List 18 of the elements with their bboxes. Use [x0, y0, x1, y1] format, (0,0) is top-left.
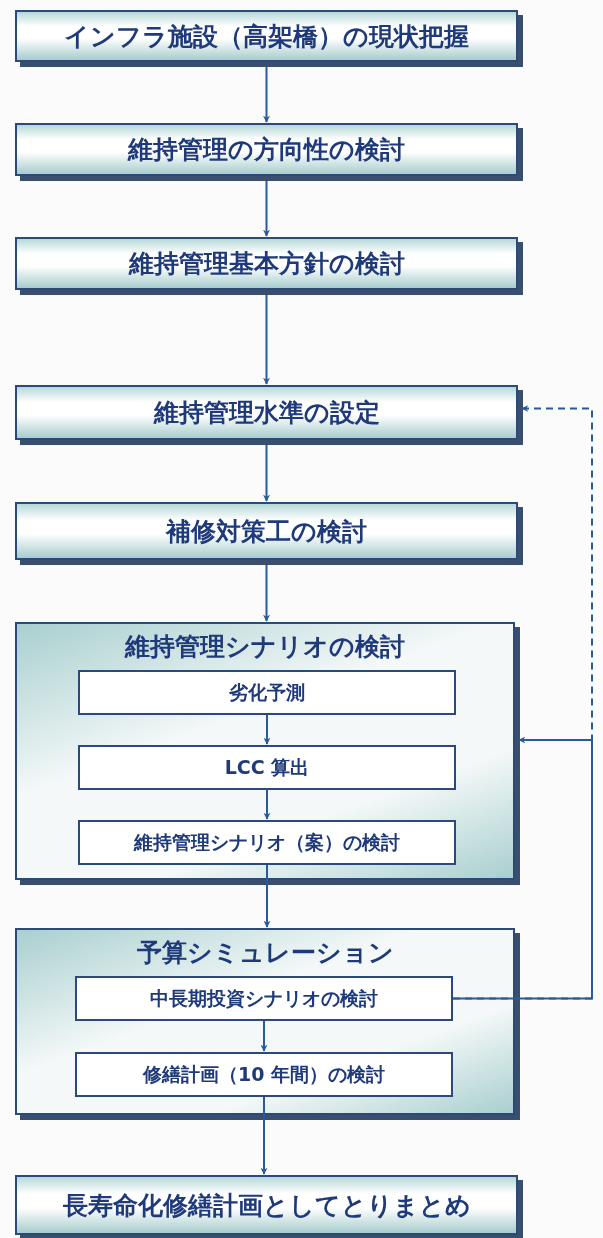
arrow	[263, 444, 270, 502]
arrow	[452, 405, 593, 1000]
group-title: 維持管理シナリオの検討	[123, 631, 406, 663]
arrow	[263, 294, 270, 385]
arrow	[263, 864, 271, 928]
arrow	[263, 714, 271, 745]
step-box: 維持管理シナリオ（案）の検討	[78, 820, 456, 865]
step-box: LCC 算出	[78, 745, 456, 790]
step-box: 修繕計画（10 年間）の検討	[75, 1052, 453, 1097]
step-box: 中長期投資シナリオの検討	[75, 976, 453, 1021]
group-title: 予算シミュレーション	[135, 937, 395, 969]
arrow	[263, 66, 270, 123]
arrow	[263, 180, 270, 237]
arrow	[263, 564, 270, 622]
arrow	[260, 1020, 268, 1052]
arrow	[263, 789, 271, 820]
arrow	[260, 1096, 268, 1175]
step-box: 劣化予測	[78, 670, 456, 715]
